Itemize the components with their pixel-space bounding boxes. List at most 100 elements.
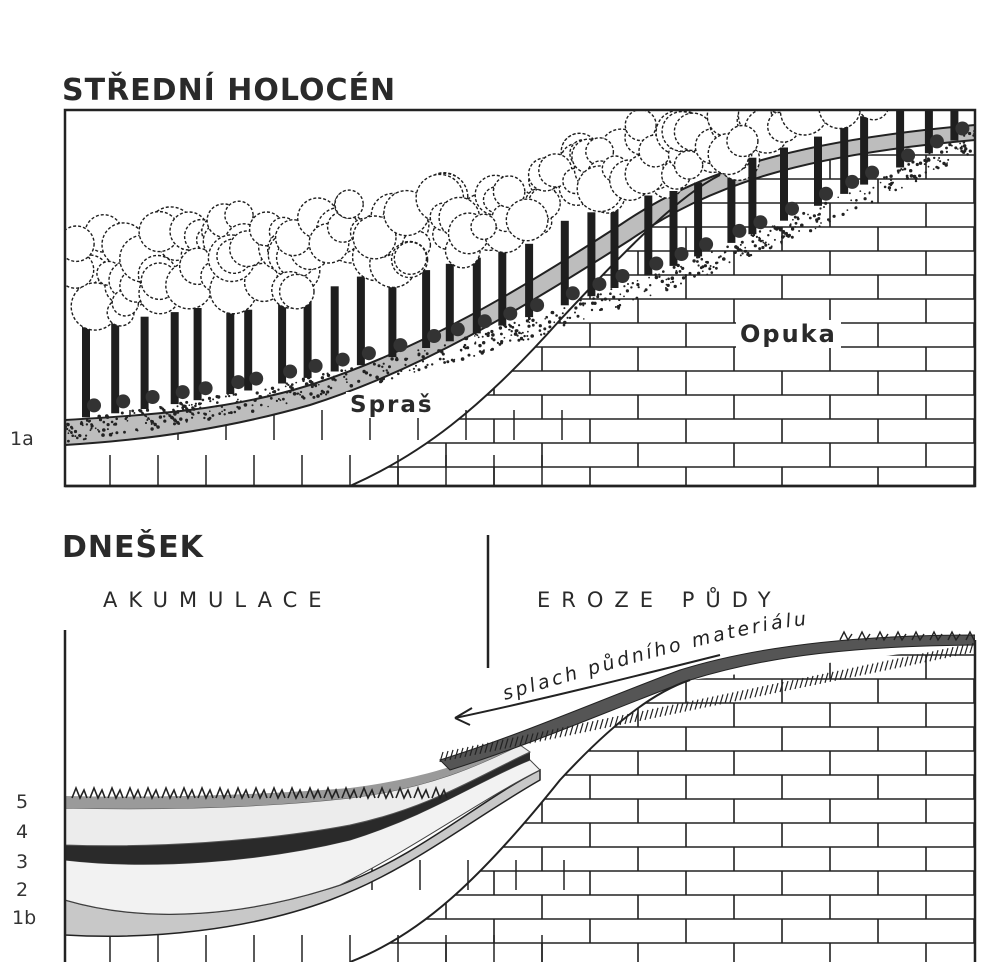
soil-dot: [179, 417, 182, 420]
soil-dot: [173, 412, 177, 416]
soil-dot: [224, 409, 226, 411]
soil-dot: [795, 222, 798, 225]
soil-dot: [442, 358, 444, 360]
soil-dot: [150, 427, 153, 430]
soil-dot: [133, 412, 135, 414]
soil-dot: [672, 281, 674, 283]
grass-stroke: [795, 679, 798, 689]
soil-dot: [794, 216, 797, 219]
soil-dot: [86, 423, 88, 425]
soil-dot: [913, 175, 917, 179]
soil-dot: [203, 413, 205, 415]
soil-dot: [658, 274, 660, 276]
soil-dot: [645, 288, 648, 291]
soil-dot: [711, 271, 714, 274]
soil-dot: [236, 401, 239, 404]
soil-dot: [511, 330, 513, 332]
soil-dot: [577, 315, 580, 318]
soil-dot: [675, 271, 678, 274]
undergrowth: [283, 365, 297, 379]
soil-dot: [221, 406, 223, 408]
soil-dot: [145, 422, 147, 424]
soil-dot: [543, 327, 546, 330]
soil-dot: [285, 386, 287, 388]
grass-stroke: [810, 676, 813, 686]
soil-dot: [666, 279, 668, 281]
soil-dot: [293, 392, 297, 396]
grass-stroke: [855, 667, 858, 677]
soil-dot: [74, 430, 77, 433]
grass-stroke: [670, 705, 673, 715]
soil-dot: [540, 334, 542, 336]
layer-number-2: 2: [16, 879, 28, 901]
soil-dot: [741, 241, 744, 244]
soil-dot: [715, 267, 718, 270]
soil-dot: [173, 422, 176, 425]
soil-dot: [156, 425, 159, 428]
soil-dot: [487, 332, 490, 335]
soil-dot: [68, 430, 70, 432]
soil-dot: [824, 202, 827, 205]
soil-dot: [373, 363, 376, 366]
soil-dot: [287, 384, 289, 386]
soil-dot: [186, 410, 189, 413]
soil-dot: [216, 401, 219, 404]
tree-crown: [834, 45, 866, 77]
tree-crown: [937, 10, 978, 51]
undergrowth: [176, 385, 190, 399]
undergrowth: [675, 247, 689, 261]
grass-stroke: [815, 675, 818, 685]
undergrowth: [427, 329, 441, 343]
tree-crown: [858, 89, 889, 120]
soil-dot: [880, 182, 882, 184]
soil-dot: [212, 414, 215, 417]
tree-crown: [880, 36, 922, 78]
soil-dot: [397, 373, 400, 376]
soil-dot: [198, 402, 201, 405]
soil-dot: [240, 400, 242, 402]
soil-dot: [350, 384, 354, 388]
soil-dot: [692, 259, 695, 262]
soil-dot: [636, 283, 639, 286]
soil-dot: [193, 414, 195, 416]
soil-dot: [872, 187, 874, 189]
soil-dot: [722, 257, 726, 261]
soil-dot: [409, 369, 411, 371]
grass-stroke: [825, 673, 828, 683]
soil-dot: [674, 285, 677, 288]
grass-stroke: [785, 681, 788, 691]
soil-dot: [237, 399, 239, 401]
soil-dot: [919, 162, 922, 165]
soil-dot: [334, 379, 337, 382]
undergrowth: [753, 215, 767, 229]
soil-dot: [551, 311, 554, 314]
label-accumulation: AKUMULACE: [103, 588, 333, 612]
soil-dot: [636, 297, 639, 300]
grass-stroke: [880, 662, 883, 672]
soil-dot: [539, 329, 542, 332]
grass-stroke: [885, 661, 888, 671]
soil-dot: [610, 288, 612, 290]
grass-stroke: [910, 655, 913, 665]
soil-dot: [74, 435, 76, 437]
undergrowth: [249, 372, 263, 386]
soil-dot: [404, 358, 407, 361]
soil-dot: [146, 419, 148, 421]
label-1a: 1a: [10, 428, 34, 450]
grass-stroke: [930, 651, 933, 661]
soil-dot: [661, 280, 664, 283]
soil-dot: [775, 227, 778, 230]
soil-dot: [849, 192, 851, 194]
soil-dot: [963, 141, 966, 144]
soil-dot: [298, 393, 300, 395]
soil-dot: [632, 282, 634, 284]
grass-stroke: [945, 648, 948, 658]
soil-dot: [696, 260, 699, 263]
tree-crown: [506, 199, 548, 241]
soil-dot: [500, 333, 503, 336]
soil-dot: [422, 355, 425, 358]
soil-dot: [649, 284, 651, 286]
soil-dot: [82, 424, 84, 426]
grass-stroke: [680, 703, 683, 713]
soil-dot: [924, 163, 926, 165]
